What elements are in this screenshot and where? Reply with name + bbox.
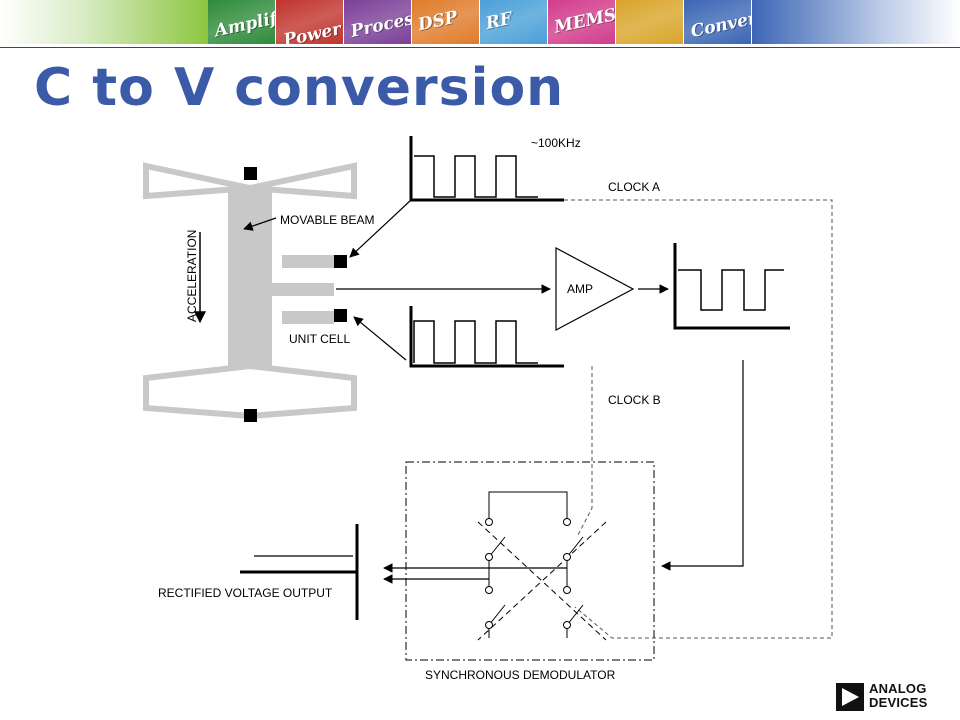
- banner-tile: RF: [480, 0, 547, 44]
- clock-b-dashed-route: [577, 366, 593, 536]
- electrode-bottom: [334, 309, 347, 322]
- finger-bottom: [282, 311, 334, 324]
- logo-wordmark: ANALOG DEVICES: [869, 681, 928, 710]
- banner-tile: Power Management: [276, 0, 343, 44]
- banner-divider: [0, 47, 960, 48]
- banner-gradient-right: [752, 0, 960, 44]
- banner-gradient-left: [0, 0, 208, 44]
- movable-beam-pointer: [243, 217, 277, 231]
- clock-a-dashed-route: [564, 199, 833, 639]
- amplifier-triangle: [555, 247, 635, 331]
- movable-beam-label: MOVABLE BEAM: [280, 213, 374, 227]
- switch-crossing: [477, 521, 607, 641]
- acceleration-label: ACCELERATION: [185, 230, 199, 322]
- finger-top: [282, 255, 334, 268]
- banner-tile: Amplifiers: [208, 0, 275, 44]
- movable-beam: [228, 186, 272, 368]
- anchor-bottom: [244, 409, 257, 422]
- anchor-top: [244, 167, 257, 180]
- switch-network: [488, 491, 584, 638]
- clock-a-label: CLOCK A: [608, 180, 660, 194]
- rectified-output-label: RECTIFIED VOLTAGE OUTPUT: [158, 586, 333, 600]
- switch-contacts: [485, 518, 571, 629]
- unit-cell-label: UNIT CELL: [289, 332, 350, 346]
- finger-middle: [272, 283, 334, 296]
- amp-label: AMP: [567, 282, 593, 296]
- amplified-waveform: [673, 243, 790, 330]
- banner-tile: Converters: [684, 0, 751, 44]
- analog-devices-logo: ANALOG DEVICES: [836, 682, 936, 712]
- demodulator-box: [405, 461, 655, 661]
- logo-triangle-icon: [836, 683, 864, 711]
- banner-tile: Processors: [344, 0, 411, 44]
- clock-b-to-electrode: [353, 316, 407, 361]
- anchor-pads: [244, 167, 347, 422]
- banner-tile: MEMS: [548, 0, 615, 44]
- demodulator-label: SYNCHRONOUS DEMODULATOR: [425, 668, 616, 682]
- frequency-label: ~100KHz: [531, 136, 581, 150]
- banner-tile: [616, 0, 683, 44]
- clock-a-to-electrode: [349, 199, 412, 258]
- rectified-output-waveform: [240, 524, 359, 620]
- beam-elements: [228, 186, 334, 368]
- clock-b-waveform: [409, 306, 564, 368]
- page-title: C to V conversion: [34, 58, 565, 118]
- amp-to-demodulator-line: [661, 360, 744, 571]
- bottom-spring: [143, 362, 357, 420]
- electrode-top: [334, 255, 347, 268]
- banner-tile: DSP: [412, 0, 479, 44]
- clock-b-label: CLOCK B: [608, 393, 661, 407]
